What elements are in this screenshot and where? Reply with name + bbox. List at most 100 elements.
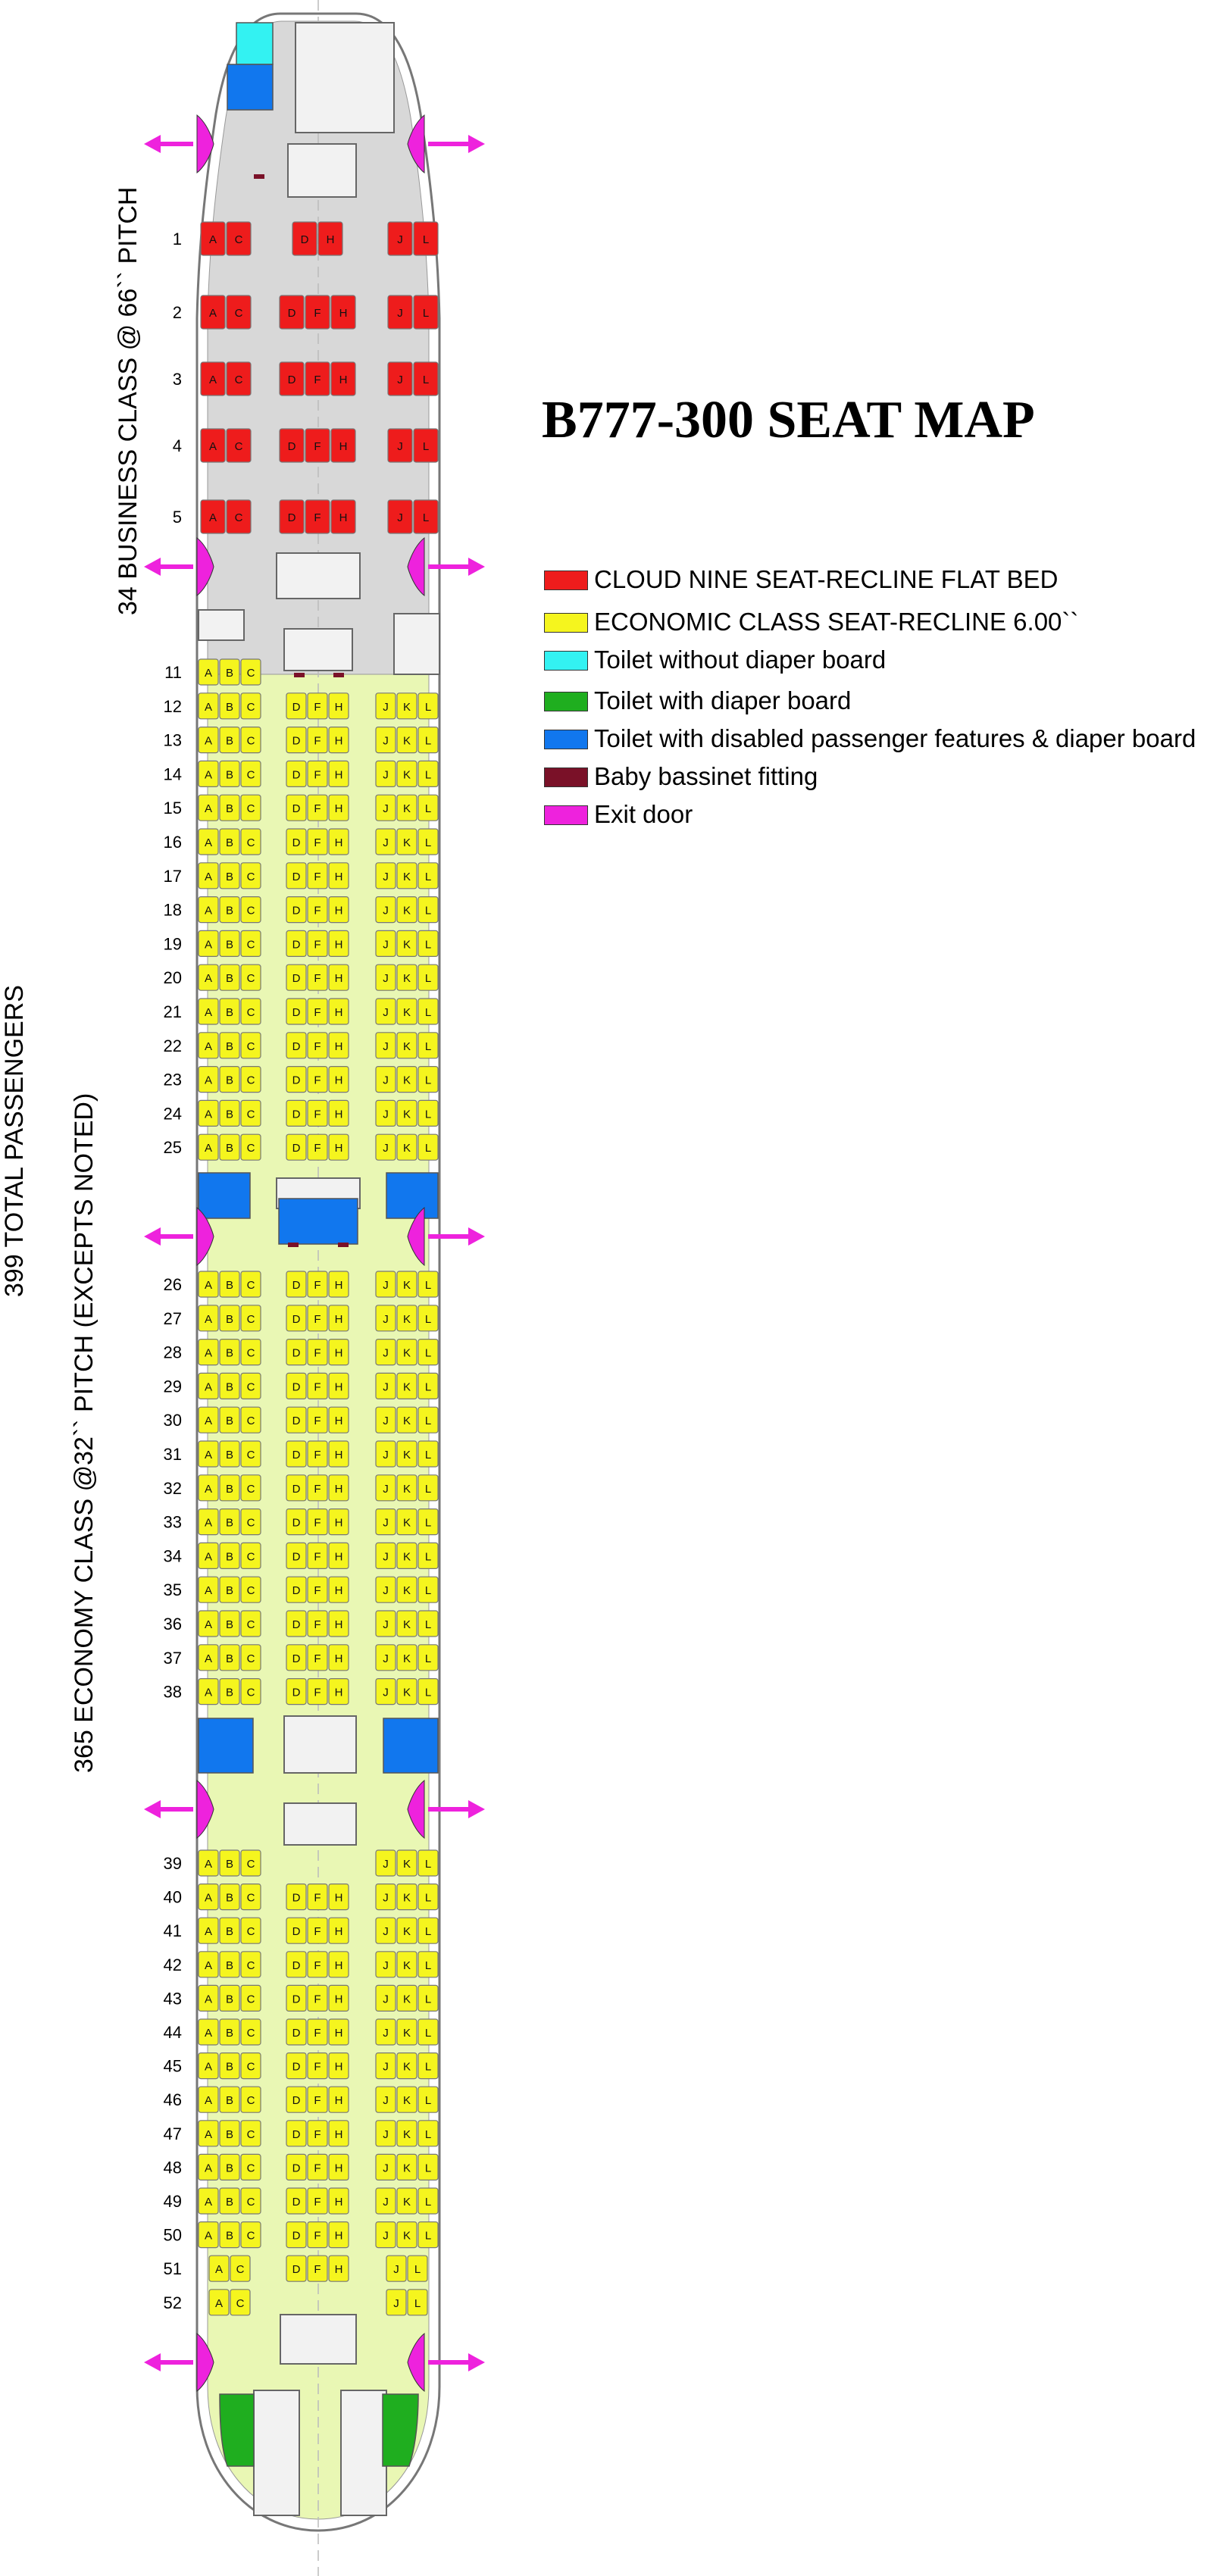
seat[interactable] bbox=[375, 1099, 396, 1127]
seat[interactable] bbox=[286, 1065, 307, 1093]
seat[interactable] bbox=[307, 1542, 328, 1570]
seat[interactable] bbox=[307, 1133, 328, 1161]
seat[interactable] bbox=[396, 1849, 417, 1877]
seat[interactable] bbox=[375, 1576, 396, 1603]
seat[interactable] bbox=[328, 2120, 349, 2147]
seat[interactable] bbox=[240, 2052, 261, 2080]
seat[interactable] bbox=[219, 658, 240, 686]
seat[interactable] bbox=[240, 2120, 261, 2147]
seat[interactable] bbox=[307, 862, 328, 889]
seat[interactable] bbox=[417, 1610, 439, 1637]
seat[interactable] bbox=[417, 1305, 439, 1332]
seat[interactable] bbox=[396, 1678, 417, 1705]
seat[interactable] bbox=[307, 2120, 328, 2147]
seat[interactable] bbox=[307, 692, 328, 720]
seat[interactable] bbox=[307, 964, 328, 991]
seat[interactable] bbox=[219, 1644, 240, 1671]
seat[interactable] bbox=[375, 1644, 396, 1671]
seat[interactable] bbox=[375, 2086, 396, 2113]
seat[interactable] bbox=[417, 760, 439, 788]
seat[interactable] bbox=[328, 2153, 349, 2181]
seat[interactable] bbox=[396, 1133, 417, 1161]
seat[interactable] bbox=[198, 1884, 219, 1911]
seat[interactable] bbox=[417, 726, 439, 754]
seat[interactable] bbox=[417, 2221, 439, 2249]
seat[interactable] bbox=[417, 1849, 439, 1877]
seat[interactable] bbox=[417, 930, 439, 958]
seat[interactable] bbox=[375, 1610, 396, 1637]
seat[interactable] bbox=[305, 361, 330, 396]
seat[interactable] bbox=[307, 2221, 328, 2249]
seat[interactable] bbox=[279, 361, 305, 396]
seat[interactable] bbox=[375, 1271, 396, 1298]
seat[interactable] bbox=[286, 760, 307, 788]
seat[interactable] bbox=[328, 1576, 349, 1603]
seat[interactable] bbox=[375, 930, 396, 958]
seat[interactable] bbox=[240, 1338, 261, 1366]
seat[interactable] bbox=[375, 1372, 396, 1400]
seat[interactable] bbox=[375, 1542, 396, 1570]
seat[interactable] bbox=[413, 361, 439, 396]
seat[interactable] bbox=[219, 2052, 240, 2080]
seat[interactable] bbox=[307, 828, 328, 855]
seat[interactable] bbox=[396, 1440, 417, 1468]
seat[interactable] bbox=[328, 1133, 349, 1161]
seat[interactable] bbox=[292, 221, 317, 256]
seat[interactable] bbox=[307, 896, 328, 924]
seat[interactable] bbox=[307, 1271, 328, 1298]
seat[interactable] bbox=[240, 1917, 261, 1944]
exit-door[interactable] bbox=[196, 1779, 214, 1840]
exit-door[interactable] bbox=[196, 114, 214, 174]
seat[interactable] bbox=[286, 1542, 307, 1570]
exit-door[interactable] bbox=[407, 536, 425, 597]
seat[interactable] bbox=[417, 1099, 439, 1127]
seat[interactable] bbox=[219, 1576, 240, 1603]
seat[interactable] bbox=[286, 2018, 307, 2046]
seat[interactable] bbox=[240, 2153, 261, 2181]
seat[interactable] bbox=[286, 862, 307, 889]
seat[interactable] bbox=[375, 726, 396, 754]
seat[interactable] bbox=[396, 1271, 417, 1298]
seat[interactable] bbox=[226, 428, 252, 463]
seat[interactable] bbox=[226, 295, 252, 330]
seat[interactable] bbox=[396, 964, 417, 991]
seat[interactable] bbox=[307, 1338, 328, 1366]
seat[interactable] bbox=[328, 828, 349, 855]
seat[interactable] bbox=[328, 1610, 349, 1637]
seat[interactable] bbox=[198, 1372, 219, 1400]
seat[interactable] bbox=[375, 1917, 396, 1944]
seat[interactable] bbox=[307, 2018, 328, 2046]
seat[interactable] bbox=[307, 1576, 328, 1603]
seat[interactable] bbox=[240, 1849, 261, 1877]
seat[interactable] bbox=[396, 1644, 417, 1671]
seat[interactable] bbox=[219, 1678, 240, 1705]
seat[interactable] bbox=[396, 1372, 417, 1400]
seat[interactable] bbox=[417, 828, 439, 855]
seat[interactable] bbox=[417, 998, 439, 1025]
seat[interactable] bbox=[200, 499, 226, 534]
seat[interactable] bbox=[396, 726, 417, 754]
seat[interactable] bbox=[417, 1271, 439, 1298]
seat[interactable] bbox=[328, 1271, 349, 1298]
seat[interactable] bbox=[396, 1338, 417, 1366]
seat[interactable] bbox=[286, 2153, 307, 2181]
seat[interactable] bbox=[286, 2052, 307, 2080]
seat[interactable] bbox=[328, 1917, 349, 1944]
seat[interactable] bbox=[307, 794, 328, 821]
seat[interactable] bbox=[200, 221, 226, 256]
seat[interactable] bbox=[198, 1099, 219, 1127]
seat[interactable] bbox=[375, 1440, 396, 1468]
exit-door[interactable] bbox=[407, 114, 425, 174]
seat[interactable] bbox=[328, 1099, 349, 1127]
seat[interactable] bbox=[417, 1917, 439, 1944]
seat[interactable] bbox=[328, 2052, 349, 2080]
seat[interactable] bbox=[286, 1406, 307, 1433]
seat[interactable] bbox=[417, 1338, 439, 1366]
seat[interactable] bbox=[328, 862, 349, 889]
seat[interactable] bbox=[328, 1678, 349, 1705]
seat[interactable] bbox=[240, 658, 261, 686]
seat[interactable] bbox=[219, 2120, 240, 2147]
seat[interactable] bbox=[328, 1440, 349, 1468]
seat[interactable] bbox=[198, 726, 219, 754]
seat[interactable] bbox=[240, 1474, 261, 1502]
